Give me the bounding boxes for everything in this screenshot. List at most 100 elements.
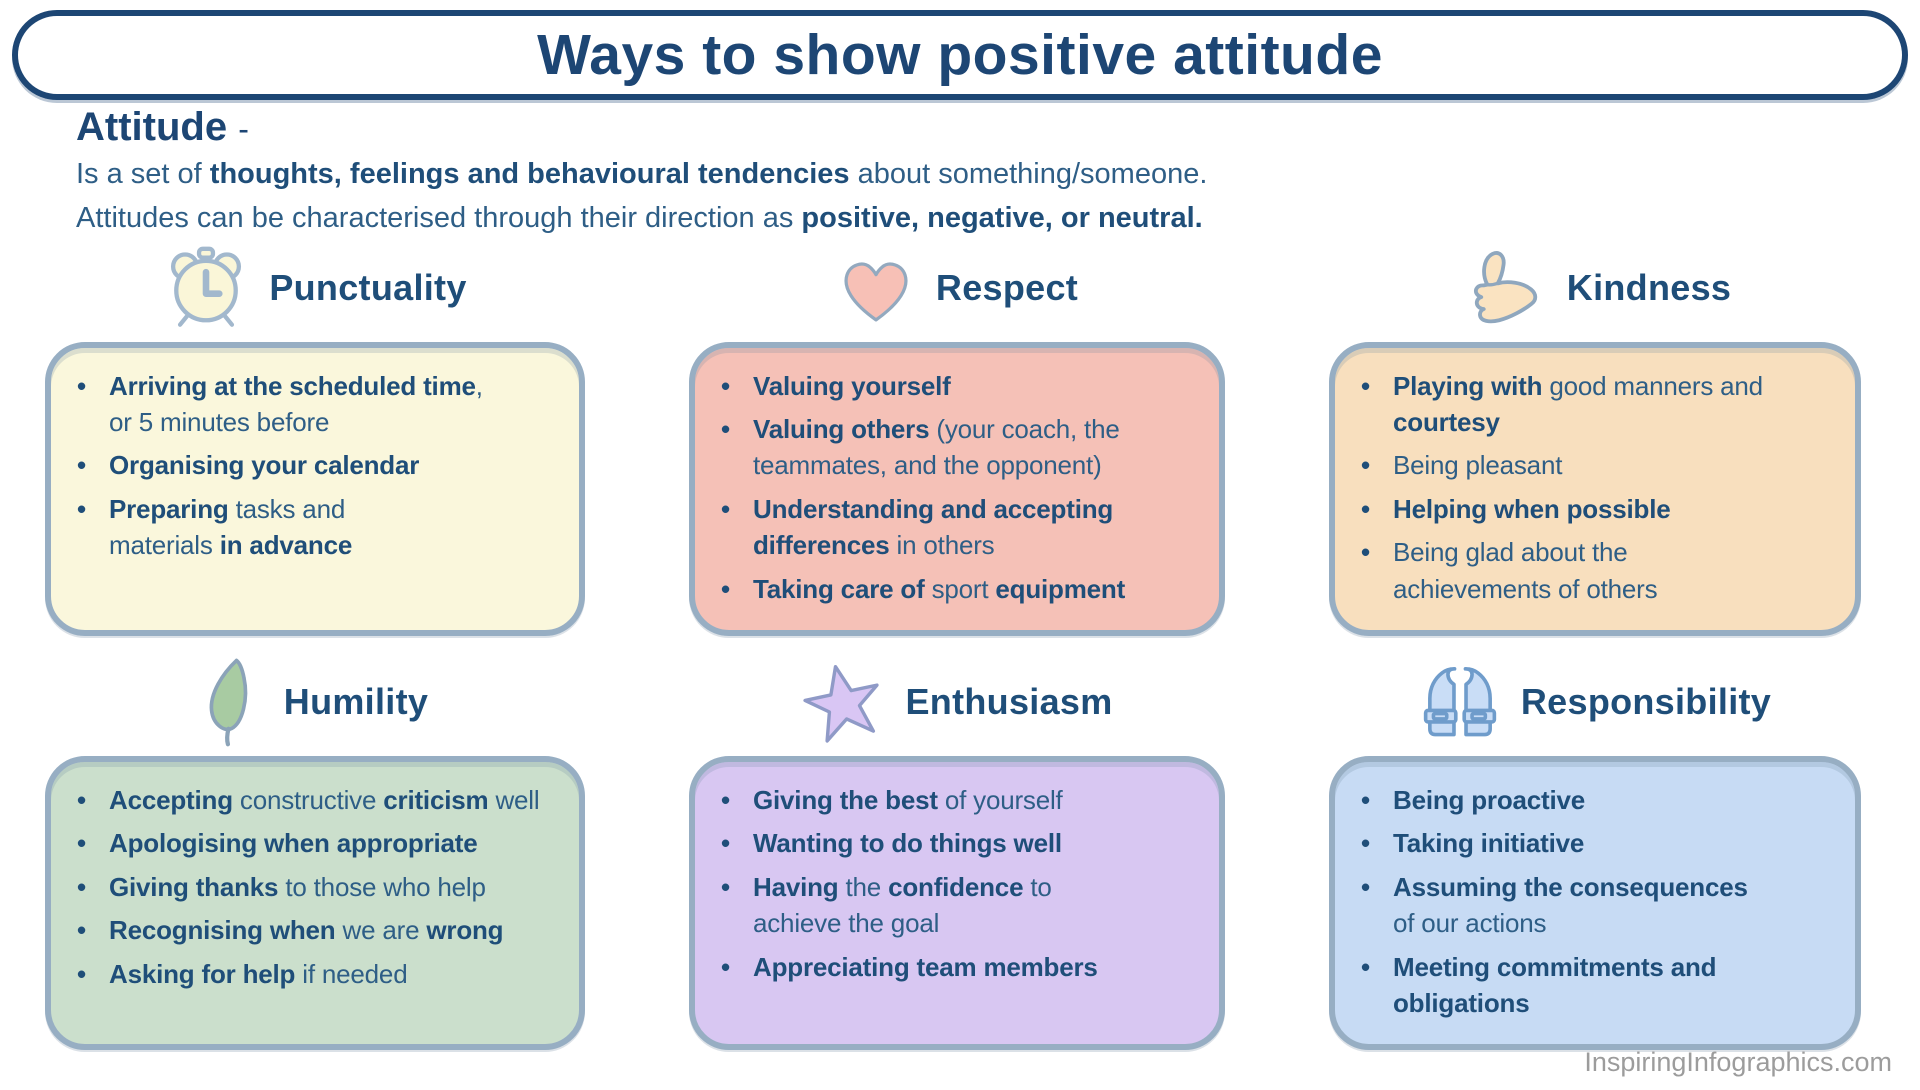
intro-line: Attitudes can be characterised through t… bbox=[76, 201, 1203, 234]
bullet-text: Being proactive bbox=[1393, 784, 1586, 815]
bullet-row: •Wanting to do things well bbox=[721, 825, 1195, 861]
bullet-text: Arriving at the scheduled time, bbox=[109, 370, 483, 401]
bullet-text: Taking initiative bbox=[1393, 828, 1585, 859]
bullet-row: •Valuing others (your coach, the bbox=[721, 411, 1195, 447]
section-respect: Respect•Valuing yourself•Valuing others … bbox=[689, 244, 1225, 636]
section-title: Kindness bbox=[1566, 266, 1732, 308]
bullet-text: Giving the best of yourself bbox=[753, 784, 1063, 815]
bullet-row: • Giving the best of yourself bbox=[721, 782, 1195, 818]
section-title: Responsibility bbox=[1520, 680, 1772, 722]
bullet-item: •Apologising when appropriate bbox=[77, 825, 555, 861]
section-box-responsibility: •Being proactive•Taking initiative•Assum… bbox=[1329, 755, 1861, 1051]
intro: Attitude - Is a set of thoughts, feeling… bbox=[0, 100, 1920, 236]
bullet-text: Giving thanks to those who help bbox=[109, 871, 486, 902]
bullet-row: •Apologising when appropriate bbox=[77, 825, 555, 861]
bullet-row: •Having the confidence to bbox=[721, 869, 1195, 905]
section-enthusiasm: Enthusiasm • Giving the best of yourself •W… bbox=[689, 658, 1225, 1051]
bullet-row: •Playing with good manners and bbox=[1361, 368, 1831, 404]
bullet-text: Helping when possible bbox=[1393, 493, 1671, 524]
bullet-row: • Meeting commitments and obligations bbox=[1361, 949, 1831, 1022]
bullet-text: Being pleasant bbox=[1393, 450, 1563, 481]
section-box-respect: •Valuing yourself•Valuing others (your c… bbox=[689, 341, 1225, 636]
bullet-text: Being glad about the bbox=[1393, 537, 1628, 568]
bullet-text-continuation: materials in advance bbox=[109, 530, 353, 561]
bullet-row: •Being pleasant bbox=[1361, 447, 1831, 483]
intro-heading-word: Attitude bbox=[76, 105, 228, 149]
bullet-marker: • bbox=[721, 951, 731, 982]
section-header: Respect bbox=[689, 244, 1225, 332]
bullet-text: Recognising when we are wrong bbox=[109, 915, 504, 946]
star-icon bbox=[801, 660, 885, 744]
bullet-text: Valuing yourself bbox=[753, 370, 951, 401]
section-title: Humility bbox=[283, 680, 429, 722]
bullet-item: •Arriving at the scheduled time,or 5 min… bbox=[77, 368, 555, 441]
bullet-marker: • bbox=[77, 784, 87, 815]
bullet-item: • Helping when possible bbox=[1361, 491, 1831, 527]
life-vest-icon bbox=[1419, 661, 1501, 743]
bullet-marker: • bbox=[77, 871, 87, 902]
title-banner: Ways to show positive attitude bbox=[12, 10, 1908, 100]
intro-line: Is a set of thoughts, feelings and behav… bbox=[76, 158, 1208, 190]
bullet-text-continuation: of our actions bbox=[1393, 908, 1547, 939]
bullet-item: • Appreciating team members bbox=[721, 949, 1195, 985]
bullet-item: • Valuing yourself bbox=[721, 368, 1195, 404]
bullet-item: • Meeting commitments and obligations bbox=[1361, 949, 1831, 1022]
intro-heading: Attitude - bbox=[76, 106, 1920, 148]
bullet-row: •Taking initiative bbox=[1361, 825, 1831, 861]
section-header: Punctuality bbox=[45, 244, 585, 332]
bullet-marker: • bbox=[721, 573, 731, 604]
bullet-text: Asking for help if needed bbox=[109, 958, 408, 989]
bullet-row: • Helping when possible bbox=[1361, 491, 1831, 527]
bullet-marker: • bbox=[1361, 493, 1371, 524]
bullet-row: •Being glad about the bbox=[1361, 534, 1831, 570]
bullet-text: Preparing tasks and bbox=[109, 493, 346, 524]
bullet-text: Accepting constructive criticism well bbox=[109, 784, 540, 815]
bullet-text-continuation: courtesy bbox=[1393, 406, 1500, 437]
bullet-row: •Understanding and accepting bbox=[721, 491, 1195, 527]
bullet-text: Playing with good manners and bbox=[1393, 370, 1763, 401]
bullet-item: •Being proactive bbox=[1361, 782, 1831, 818]
bullet-row: • Accepting constructive criticism well bbox=[77, 782, 555, 818]
bullet-row: • Assuming the consequences bbox=[1361, 869, 1831, 905]
section-title: Enthusiasm bbox=[905, 680, 1113, 722]
section-title: Punctuality bbox=[269, 266, 467, 308]
alarm-clock-icon bbox=[163, 245, 249, 331]
bullet-marker: • bbox=[1361, 951, 1371, 982]
bullet-marker: • bbox=[77, 370, 87, 401]
bullet-text: Valuing others (your coach, the bbox=[753, 413, 1120, 444]
section-box-humility: •Accepting constructive criticism well•A… bbox=[45, 755, 585, 1051]
bullet-item: • Accepting constructive criticism well bbox=[77, 782, 555, 818]
bullet-item: •Wanting to do things well bbox=[721, 825, 1195, 861]
bullet-text-continuation: achievements of others bbox=[1393, 573, 1658, 604]
bullet-row: • Appreciating team members bbox=[721, 949, 1195, 985]
bullet-text: Having the confidence to bbox=[753, 871, 1052, 902]
bullet-item: •Organising your calendar bbox=[77, 447, 555, 483]
bullet-text-continuation: differences in others bbox=[753, 530, 995, 561]
bullet-row: •Preparing tasks and bbox=[77, 491, 555, 527]
bullet-text: Meeting commitments and obligations bbox=[1393, 951, 1717, 1018]
intro-heading-dash: - bbox=[238, 111, 249, 147]
bullet-marker: • bbox=[721, 370, 731, 401]
bullet-row: • Arriving at the scheduled time, bbox=[77, 368, 555, 404]
bullet-item: •Being pleasant bbox=[1361, 447, 1831, 483]
bullet-marker: • bbox=[77, 828, 87, 859]
bullet-item: • Giving the best of yourself bbox=[721, 782, 1195, 818]
bullet-marker: • bbox=[721, 493, 731, 524]
section-responsibility: Responsibility•Being proactive•Taking in… bbox=[1329, 658, 1861, 1051]
bullet-marker: • bbox=[1361, 871, 1371, 902]
credit: InspiringInfographics.com bbox=[1584, 1047, 1892, 1077]
section-box-punctuality: •Arriving at the scheduled time,or 5 min… bbox=[45, 341, 585, 636]
heart-icon bbox=[836, 251, 916, 325]
section-punctuality: Punctuality • Arriving at the scheduled ti… bbox=[45, 244, 585, 636]
bullet-text: Assuming the consequences bbox=[1393, 871, 1748, 902]
bullet-marker: • bbox=[721, 784, 731, 815]
bullet-text: Appreciating team members bbox=[753, 951, 1098, 982]
bullet-item: •Recognising when we are wrong bbox=[77, 912, 555, 948]
page-title: Ways to show positive attitude bbox=[537, 23, 1383, 87]
